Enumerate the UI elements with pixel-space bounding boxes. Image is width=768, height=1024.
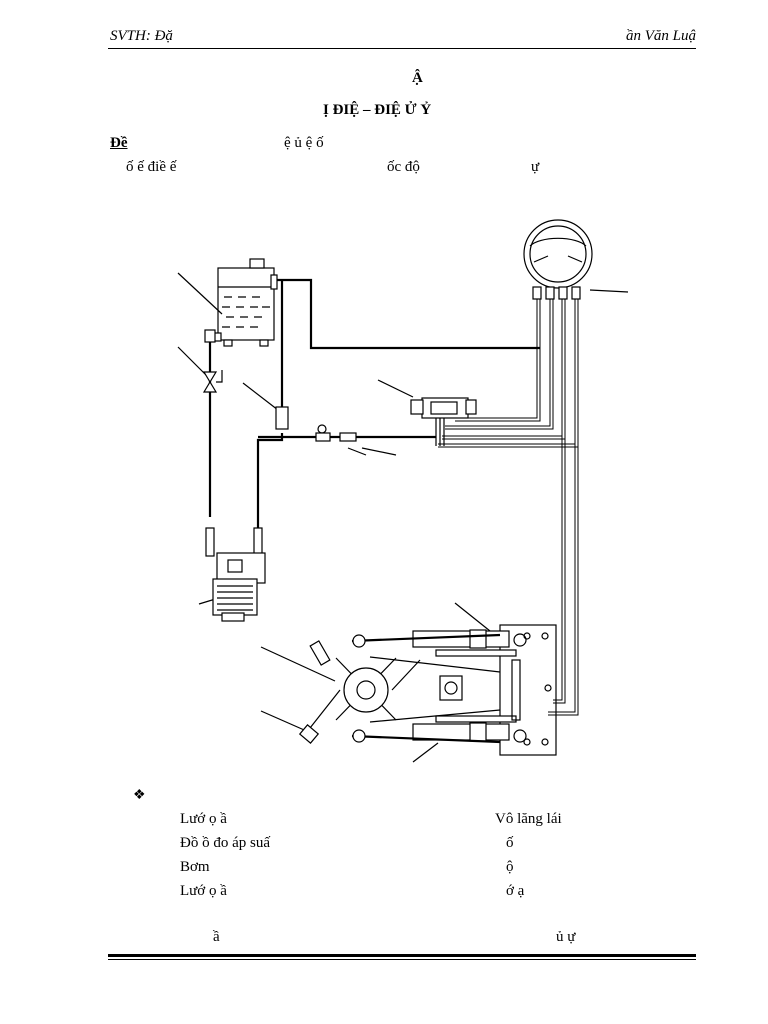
footer-right: ủ ự [556,929,576,945]
legend-right-4: ớ ạ [506,883,525,899]
legend-bullet: ❖ [133,788,146,803]
chapter-title: Ậ [412,70,423,86]
steering-wheel [523,219,593,300]
legend-left-1: Lướ ọ ầ [180,811,227,827]
legend-right-3: ộ [506,859,514,875]
intro-line2-b: ốc độ [387,159,420,175]
header-left: SVTH: Đặ [110,28,173,44]
intro-line1: ệ ủ ệ ố [284,135,324,151]
legend-right-1: Vô lăng lái [495,811,562,827]
pump-motor [212,552,266,622]
footer-rule-thick [108,954,696,957]
footer-left: ầ [213,929,220,945]
reservoir-tank [212,258,278,347]
control-valve [410,397,477,446]
footer-rule-thin [108,959,696,960]
intro-line2-a: ố ế điề ế [126,159,177,175]
legend-left-4: Lướ ọ ầ [180,883,227,899]
intro-line2-c: ự [531,159,540,175]
section-title: Ị ĐIỆ – ĐIỆ Ử Ỷ [323,102,432,118]
header-right: ần Văn Luậ [625,28,696,44]
intro-label: Đề [110,135,128,151]
steering-linkage [298,624,557,756]
legend-right-2: ố [506,835,514,851]
legend-left-3: Bơm [180,859,210,875]
legend-left-2: Đồ ồ đo áp suấ [180,835,270,851]
header-rule [108,48,696,49]
